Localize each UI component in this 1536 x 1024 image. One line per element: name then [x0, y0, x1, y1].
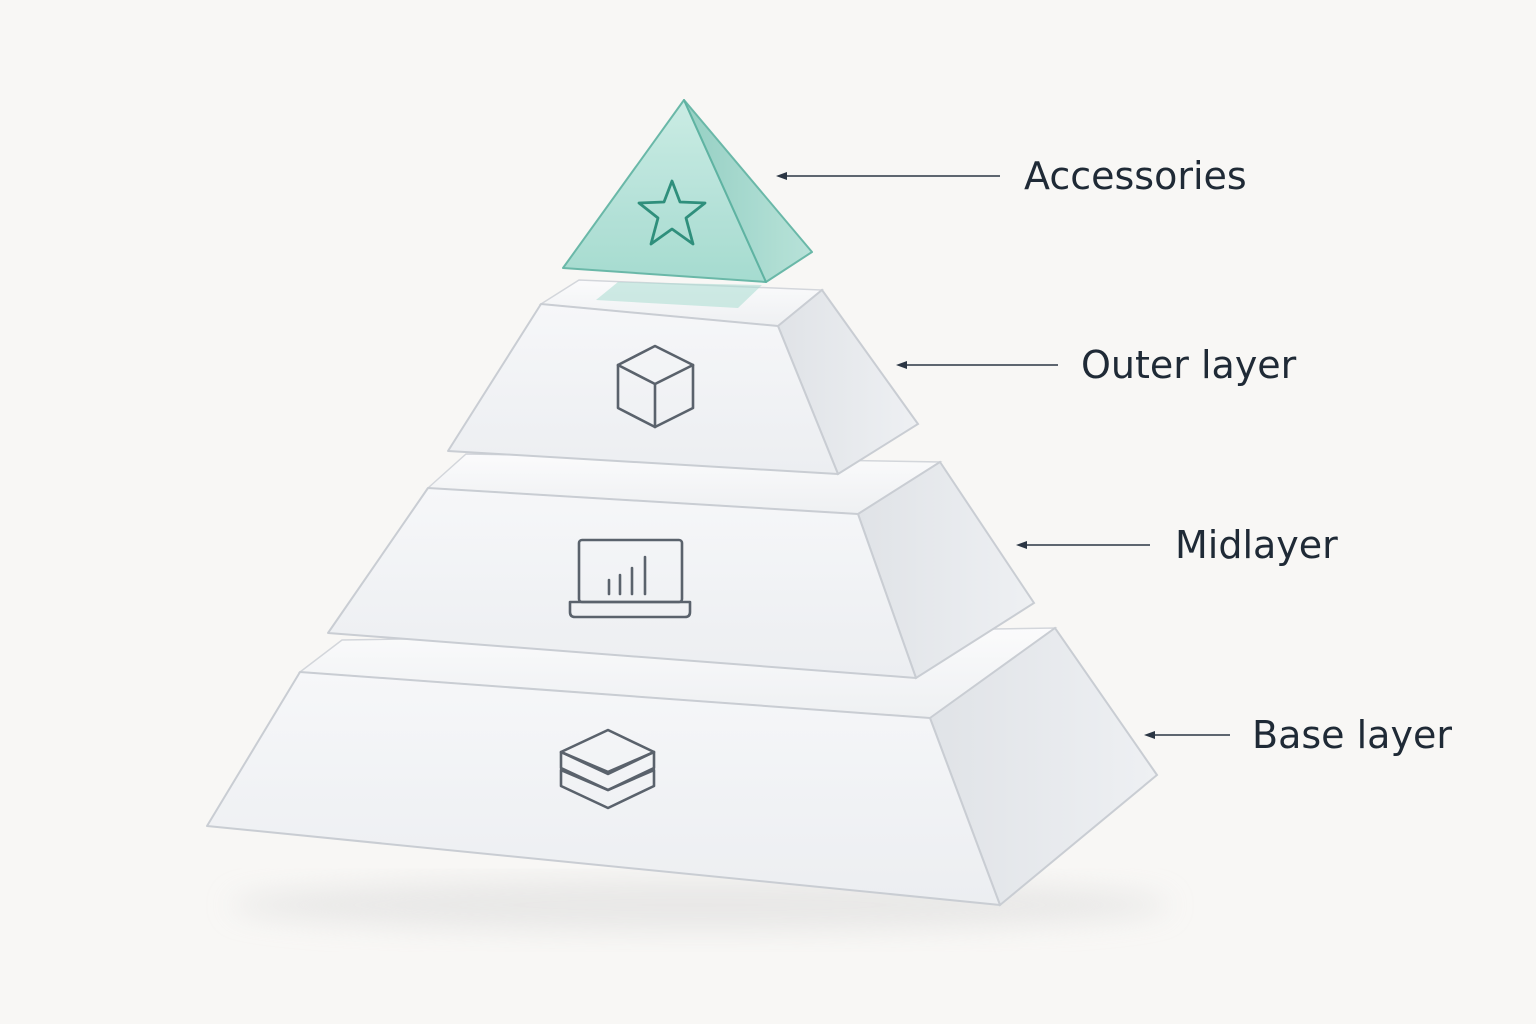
- tier-outer-front: [447, 303, 839, 475]
- leader-lines: [776, 172, 1230, 739]
- leader-midlayer: [1016, 541, 1150, 549]
- accessories-side: [683, 99, 813, 283]
- label-base-layer: Base layer: [1252, 713, 1452, 757]
- leader-accessories: [776, 172, 1000, 180]
- star-icon: [637, 179, 707, 246]
- label-accessories: Accessories: [1024, 154, 1247, 198]
- tier-base: [206, 626, 1159, 907]
- tier-accessories: [562, 99, 813, 283]
- tier-mid: [327, 453, 1036, 680]
- cube-icon: [616, 344, 695, 429]
- tier-outer: [447, 279, 920, 476]
- stacked-layers-icon: [559, 728, 656, 810]
- leader-base-layer: [1144, 731, 1230, 739]
- teal-reflection: [596, 282, 762, 308]
- label-midlayer: Midlayer: [1175, 523, 1338, 567]
- ground-shadow: [230, 879, 1170, 931]
- leader-outer-layer: [896, 361, 1058, 369]
- laptop-chart-icon: [568, 538, 692, 619]
- tier-mid-front: [327, 487, 917, 679]
- label-outer-layer: Outer layer: [1081, 343, 1297, 387]
